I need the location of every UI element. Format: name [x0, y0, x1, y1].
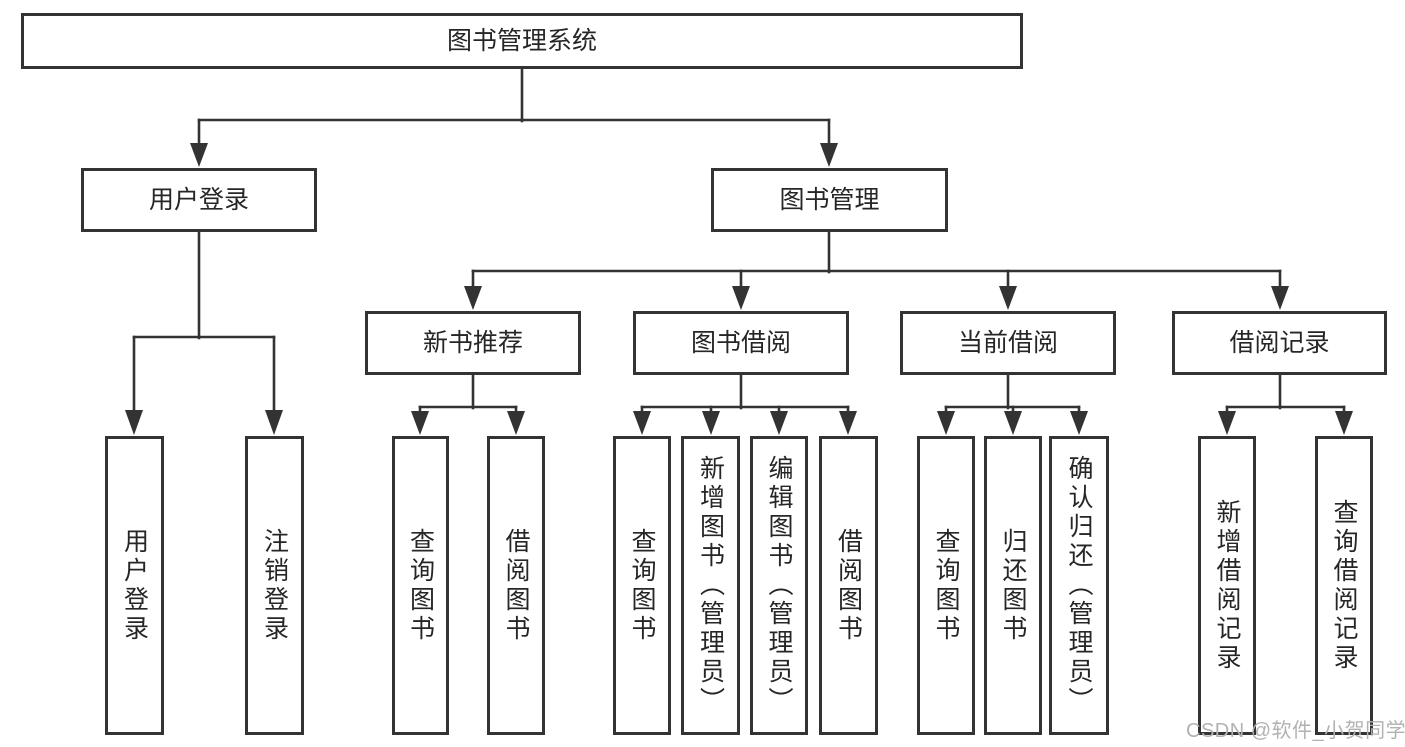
leaf-add-borrow-record: 新增借阅记录 — [1198, 436, 1256, 735]
arrow-head — [1271, 286, 1289, 310]
arrow-head — [839, 411, 857, 435]
leaf-logout: 注销登录 — [245, 436, 304, 735]
leaf-user-login: 用户登录 — [105, 436, 164, 735]
connector-user-login-children — [125, 230, 283, 435]
leaf-add-book-admin: 新增图书（管理员） — [681, 436, 740, 735]
node-book-management: 图书管理 — [711, 168, 948, 232]
arrow-head — [770, 411, 788, 435]
arrow-head — [507, 411, 525, 435]
arrow-head — [999, 286, 1017, 310]
connector-new-book-recommend-children — [411, 373, 525, 435]
arrow-head — [732, 286, 750, 310]
leaf-borrow-books-borrowing: 借阅图书 — [819, 436, 878, 735]
node-borrowing-records: 借阅记录 — [1172, 311, 1387, 375]
arrow-head — [702, 411, 720, 435]
arrow-head — [1218, 411, 1236, 435]
node-new-book-recommend: 新书推荐 — [365, 311, 581, 375]
arrow-head — [125, 410, 143, 435]
arrow-head — [1335, 411, 1353, 435]
watermark: CSDN @软件_小贺同学 — [1186, 720, 1405, 742]
arrow-head — [411, 411, 429, 435]
leaf-return-books: 归还图书 — [984, 436, 1042, 735]
node-user-login: 用户登录 — [81, 168, 317, 232]
node-book-borrowing: 图书借阅 — [633, 311, 849, 375]
leaf-confirm-return-admin: 确认归还（管理员） — [1049, 436, 1109, 735]
connector-borrowing-records-children — [1218, 373, 1353, 435]
arrow-head — [1004, 411, 1022, 435]
leaf-query-borrow-record: 查询借阅记录 — [1315, 436, 1373, 735]
leaf-query-books-current: 查询图书 — [917, 436, 975, 735]
arrow-head — [937, 411, 955, 435]
connector-book-borrowing-children — [633, 373, 857, 435]
leaf-query-books-recommend: 查询图书 — [392, 436, 449, 735]
arrow-head — [265, 410, 283, 435]
leaf-edit-book-admin: 编辑图书（管理员） — [750, 436, 808, 735]
arrow-head — [190, 143, 208, 167]
arrow-head — [1070, 411, 1088, 435]
node-current-borrowing: 当前借阅 — [900, 311, 1116, 375]
connector-current-borrowing-children — [937, 373, 1088, 435]
leaf-borrow-books-recommend: 借阅图书 — [487, 436, 545, 735]
connector-book-management-children — [464, 230, 1289, 310]
node-library-system: 图书管理系统 — [21, 13, 1023, 69]
connector-root-to-level2 — [190, 67, 838, 167]
leaf-query-books-borrowing: 查询图书 — [613, 436, 671, 735]
arrow-head — [820, 143, 838, 167]
arrow-head — [633, 411, 651, 435]
arrow-head — [464, 286, 482, 310]
